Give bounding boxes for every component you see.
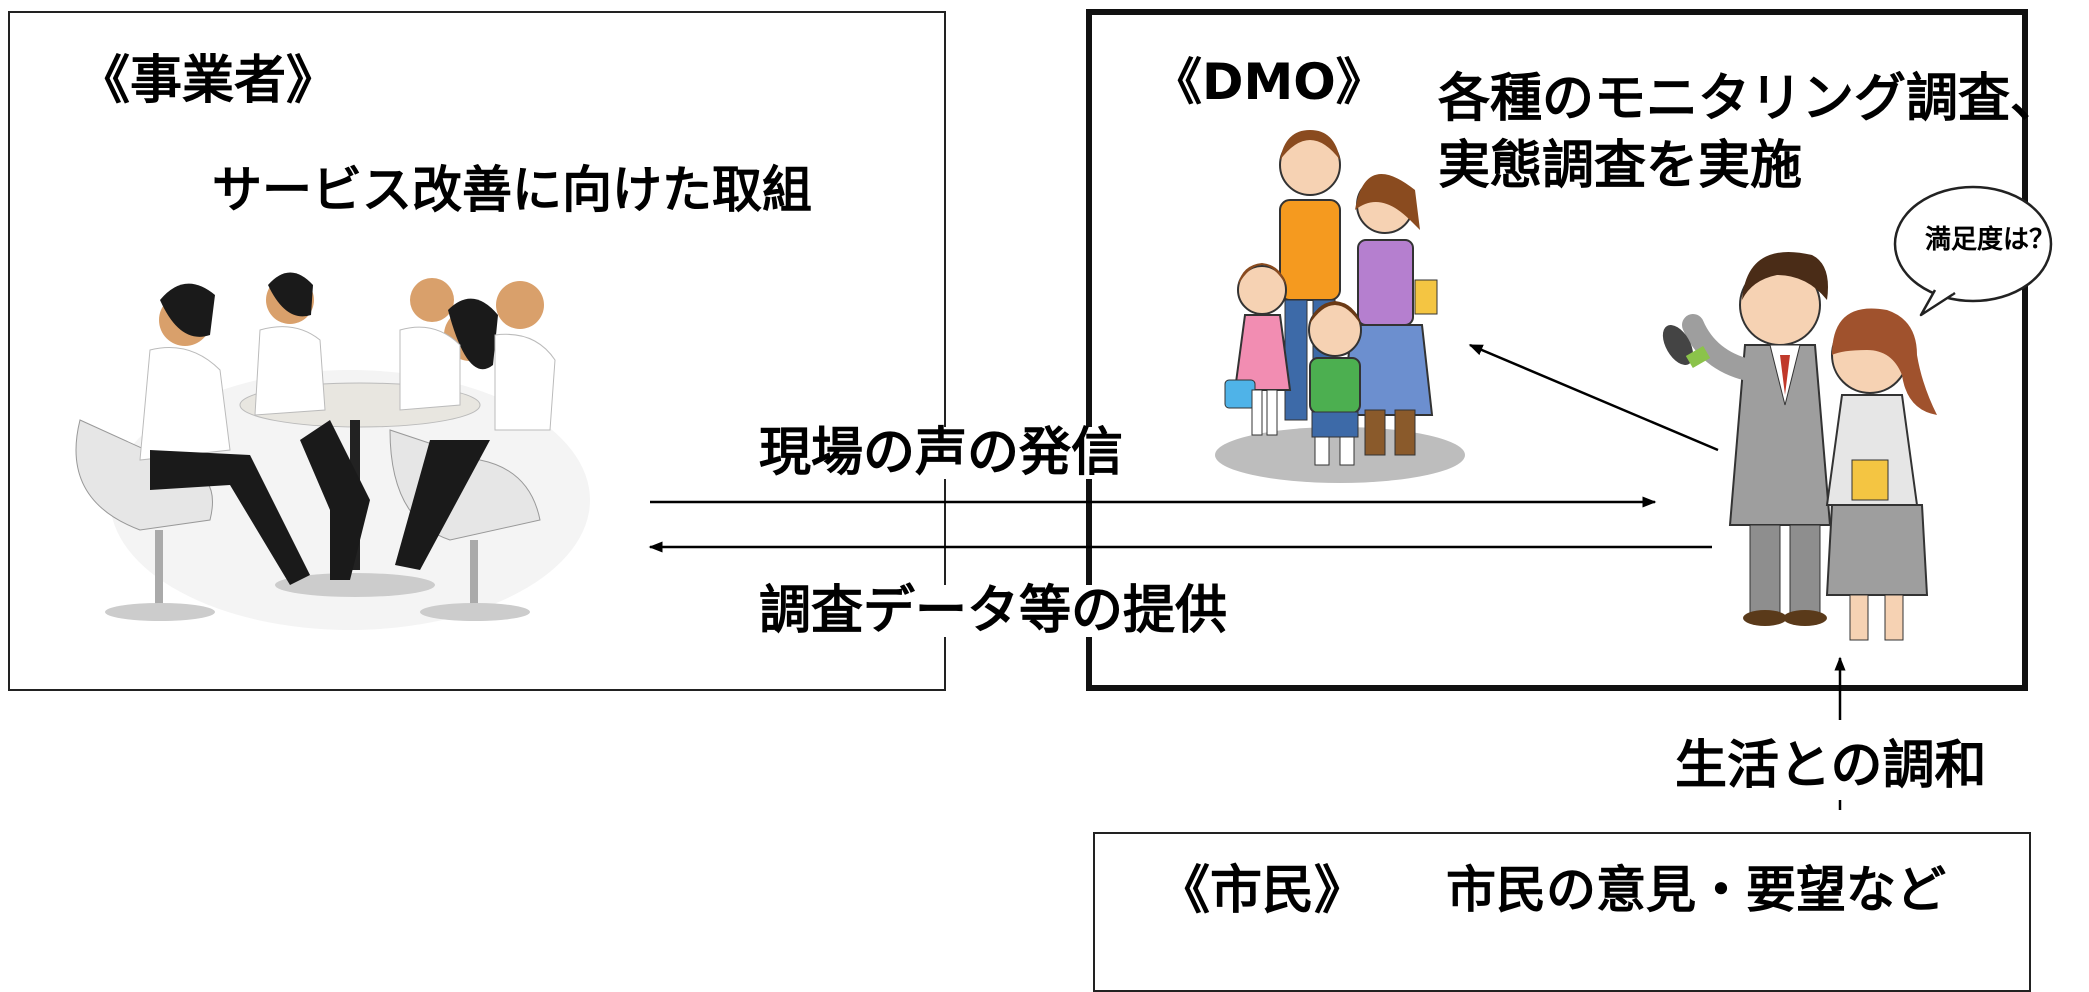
interviewer-illustration-icon — [1662, 252, 1937, 641]
arrow-label-to-dmo: 現場の声の発信 — [755, 427, 1128, 479]
business-label: 《事業者》 — [78, 51, 339, 111]
business-box — [8, 11, 946, 691]
citizen-description: 市民の意見・要望など — [1446, 861, 1946, 919]
dmo-description-line1: 各種のモニタリング調査、 — [1438, 69, 2063, 129]
dmo-box — [1086, 9, 2028, 691]
business-description: サービス改善に向けた取組 — [212, 161, 812, 219]
meeting-illustration-icon — [75, 272, 590, 630]
tourist-family-illustration-icon — [1215, 130, 1465, 483]
speech-bubble-text: 満足度は？ — [1925, 225, 2056, 255]
arrow-label-citizen: 生活との調和 — [1675, 736, 1987, 796]
arrow-interview-to-family — [1468, 343, 1719, 452]
diagram-graphics — [75, 130, 2053, 810]
arrow-label-to-business: 調査データ等の提供 — [755, 585, 1232, 637]
dmo-description-line2: 実態調査を実施 — [1438, 136, 1803, 196]
speech-bubble-icon — [1893, 185, 2053, 317]
dmo-label: 《DMO》 — [1152, 53, 1386, 111]
citizen-label: 《市民》 — [1158, 861, 1367, 921]
